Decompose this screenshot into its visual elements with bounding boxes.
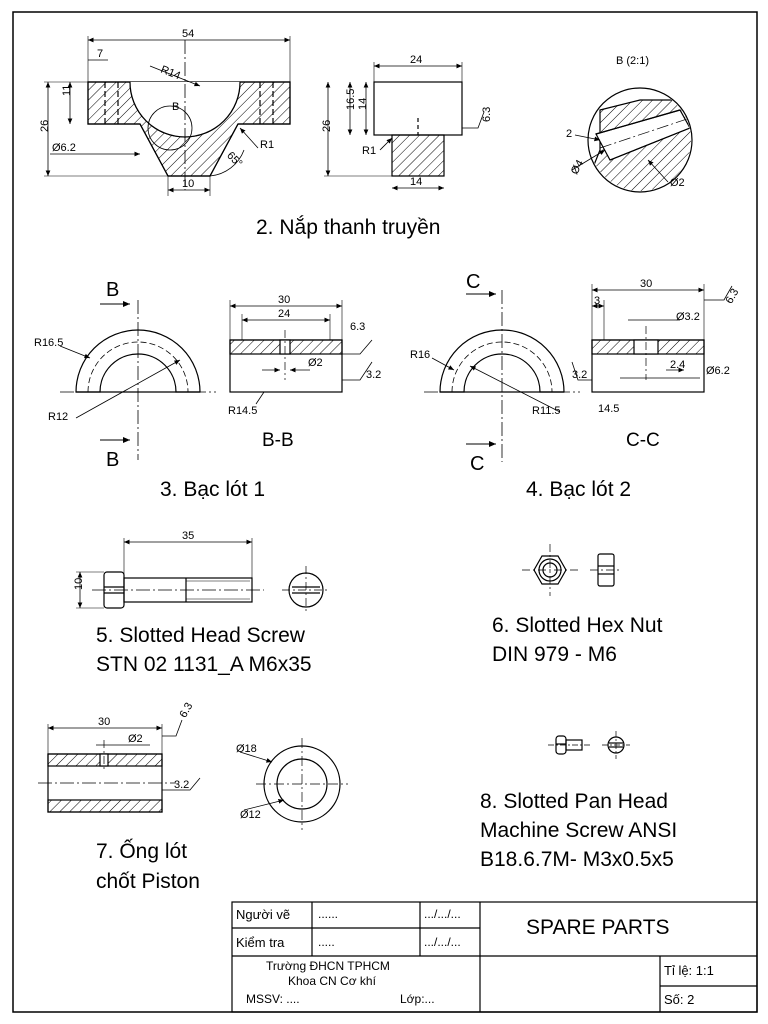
side-dim-14b: 14 bbox=[410, 176, 422, 188]
part4-dim-145: 14.5 bbox=[598, 403, 619, 415]
part7-d12: Ø12 bbox=[240, 809, 261, 821]
part4-rough-63: 6.3 bbox=[723, 287, 741, 306]
part2-side-hatch bbox=[391, 134, 445, 177]
part3-r145: R14.5 bbox=[228, 405, 257, 417]
dim-hole-62: Ø6.2 bbox=[52, 142, 76, 154]
side-dim-24: 24 bbox=[410, 54, 422, 66]
part3-rough-32: 3.2 bbox=[366, 369, 381, 381]
part3-r-outer: R16.5 bbox=[34, 337, 63, 349]
part3-section-bottom: B bbox=[106, 449, 119, 471]
caption-part2: 2. Nắp thanh truyền bbox=[256, 216, 441, 239]
part5-dim-35: 35 bbox=[182, 530, 194, 542]
part4-dim-30: 30 bbox=[640, 278, 652, 290]
part3-hole: Ø2 bbox=[308, 357, 323, 369]
tb-drawn-value: ...... bbox=[318, 907, 339, 921]
side-r1: R1 bbox=[362, 145, 376, 157]
part5-dim-10: 10 bbox=[73, 578, 85, 590]
part2-side-dims: 24 16.5 14 26 6.3 R1 14 bbox=[321, 54, 493, 188]
caption-part4: 4. Bạc lót 2 bbox=[526, 478, 632, 501]
part4-dim-3: 3 bbox=[594, 295, 600, 307]
tb-school-line1: Trường ĐHCN TPHCM bbox=[266, 959, 390, 973]
dim-11: 11 bbox=[61, 85, 73, 96]
dim-10: 10 bbox=[182, 178, 194, 190]
part2-side-view bbox=[324, 62, 485, 191]
part3-dim-30: 30 bbox=[278, 294, 290, 306]
part7-hole: Ø2 bbox=[128, 733, 143, 745]
tb-school-line2: Khoa CN Cơ khí bbox=[288, 974, 376, 988]
tb-drawn-label: Người vẽ bbox=[236, 907, 291, 922]
side-rough-63: 6.3 bbox=[481, 107, 493, 122]
part8-pan-screw bbox=[548, 731, 630, 759]
part3-view-label: B-B bbox=[262, 430, 294, 451]
dim-54: 54 bbox=[182, 28, 194, 40]
detail-dim-d2: Ø2 bbox=[670, 177, 685, 189]
part3-rough-63: 6.3 bbox=[350, 321, 365, 333]
part2-front-view bbox=[44, 36, 291, 196]
title-block bbox=[231, 901, 758, 1013]
part5-dims: 35 10 bbox=[73, 530, 194, 590]
dim-7: 7 bbox=[97, 48, 103, 60]
dim-r1: R1 bbox=[260, 139, 274, 151]
part4-r-inner: R11.5 bbox=[532, 405, 561, 417]
tb-drawn-date: .../.../... bbox=[424, 907, 461, 921]
part4-section-bottom: C bbox=[470, 453, 484, 475]
caption-part7-line2: chốt Piston bbox=[96, 870, 200, 893]
tb-check-value: ..... bbox=[318, 935, 335, 949]
part7-dim-30: 30 bbox=[98, 716, 110, 728]
part6-hex-nut bbox=[522, 544, 622, 596]
detail-ref-b: B bbox=[172, 101, 179, 113]
tb-class-label: Lớp:... bbox=[400, 992, 435, 1006]
part4-hole-32: Ø3.2 bbox=[676, 311, 700, 323]
part4-view-label: C-C bbox=[626, 430, 660, 451]
tb-student-id: MSSV: .... bbox=[246, 992, 300, 1006]
dim-angle-65: 65° bbox=[224, 150, 244, 170]
tb-number: Số: 2 bbox=[664, 992, 695, 1007]
side-dim-14: 14 bbox=[357, 98, 369, 110]
tb-scale: Tỉ lệ: 1:1 bbox=[664, 963, 714, 978]
caption-part5-line2: STN 02 1131_A M6x35 bbox=[96, 653, 312, 676]
part4-section-top: C bbox=[466, 271, 480, 293]
caption-part7-line1: 7. Ống lót bbox=[96, 840, 188, 863]
part5-screw bbox=[76, 538, 330, 614]
dim-26: 26 bbox=[39, 120, 51, 132]
caption-part6-line1: 6. Slotted Hex Nut bbox=[492, 614, 663, 637]
tb-check-label: Kiểm tra bbox=[236, 935, 285, 950]
part4-front-view bbox=[424, 290, 580, 462]
part3-labels: B B R16.5 R12 30 24 6.3 Ø2 3.2 R14.5 B-B bbox=[34, 279, 381, 471]
part4-rough-32: 3.2 bbox=[572, 369, 587, 381]
part7-bushing bbox=[38, 719, 348, 830]
tb-title: SPARE PARTS bbox=[526, 916, 670, 939]
caption-part5-line1: 5. Slotted Head Screw bbox=[96, 624, 305, 647]
tb-check-date: .../.../... bbox=[424, 935, 461, 949]
caption-part8-line3: B18.6.7M- M3x0.5x5 bbox=[480, 848, 674, 871]
caption-part8-line1: 8. Slotted Pan Head bbox=[480, 790, 668, 813]
caption-part3: 3. Bạc lót 1 bbox=[160, 478, 266, 501]
detail-title: B (2:1) bbox=[616, 55, 649, 67]
part7-rough-32: 3.2 bbox=[174, 779, 189, 791]
part4-labels: C C R16 R11.5 3.2 30 3 6.3 Ø3.2 2.4 Ø6.2… bbox=[410, 271, 741, 475]
caption-part8-line2: Machine Screw ANSI bbox=[480, 819, 678, 842]
part3-dim-24: 24 bbox=[278, 308, 290, 320]
part2-detail-b bbox=[571, 87, 693, 193]
part4-dim-24: 2.4 bbox=[670, 359, 685, 371]
part7-d18: Ø18 bbox=[236, 743, 257, 755]
part3-front-view bbox=[59, 300, 216, 460]
part3-section-view bbox=[229, 300, 373, 405]
caption-part6-line2: DIN 979 - M6 bbox=[492, 643, 617, 666]
part3-section-top: B bbox=[106, 279, 119, 301]
part7-rough-63: 6.3 bbox=[177, 701, 195, 720]
detail-dim-d4: Ø4 bbox=[569, 158, 587, 177]
part4-hole-62: Ø6.2 bbox=[706, 365, 730, 377]
part4-r-outer: R16 bbox=[410, 349, 430, 361]
part4-section-view bbox=[571, 284, 733, 393]
side-dim-165: 16.5 bbox=[345, 89, 357, 110]
dim-r14: R14 bbox=[159, 64, 182, 83]
side-dim-26: 26 bbox=[321, 120, 333, 132]
part3-r-inner: R12 bbox=[48, 411, 68, 423]
detail-dim-2: 2 bbox=[566, 128, 572, 140]
